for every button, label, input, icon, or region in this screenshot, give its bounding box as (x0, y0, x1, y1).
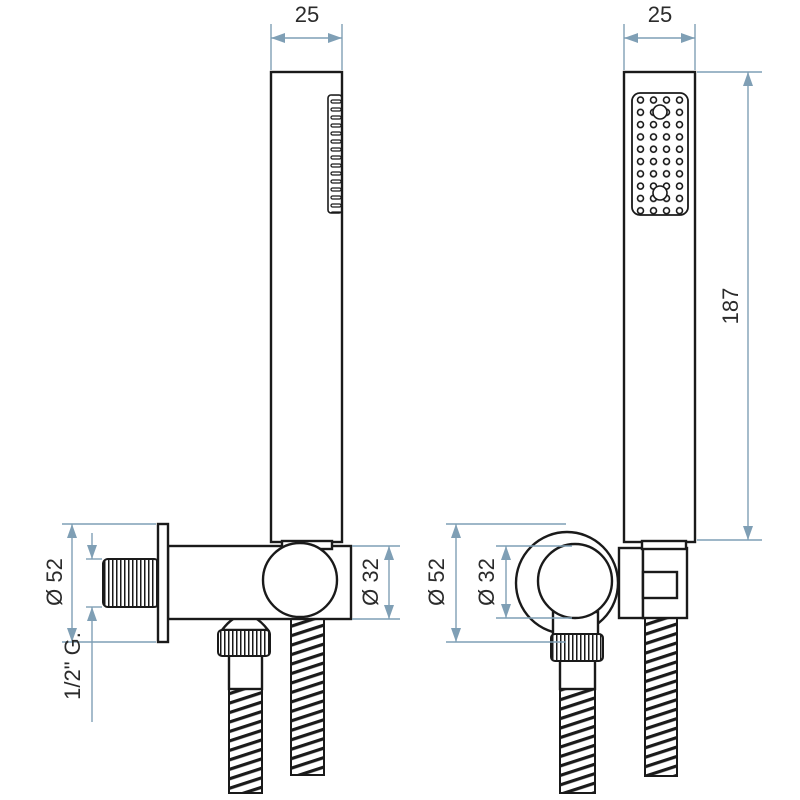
thread-dimension: 1/2" G. (60, 533, 102, 722)
front-flange-diameter-dimension: Ø 52 (424, 523, 566, 643)
front-swivel-joint (536, 542, 614, 620)
thread-stub (102, 558, 160, 608)
side-hose-handle (290, 611, 325, 776)
length-dimension: 187 (697, 71, 762, 541)
side-hose-nut (217, 629, 271, 657)
front-hose-nut (550, 633, 604, 662)
wall-flange (156, 522, 170, 644)
front-elbow-diameter-label: Ø 32 (474, 558, 499, 606)
front-elbow-diameter-dimension: Ø 32 (474, 545, 572, 619)
side-view: 25 Ø 52 1/2" G. Ø 32 (42, 2, 400, 794)
side-width-label: 25 (295, 2, 319, 27)
spray-face-top-boss (652, 104, 668, 120)
side-elbow-diameter-dimension: Ø 32 (352, 545, 400, 620)
front-width-label: 25 (648, 2, 672, 27)
thread-label: 1/2" G. (60, 632, 85, 700)
front-holder-plate (617, 546, 645, 620)
side-elbow-diameter-label: Ø 32 (358, 558, 383, 606)
length-label: 187 (718, 288, 743, 325)
front-flange-diameter-label: Ø 52 (424, 558, 449, 606)
spray-face (631, 92, 689, 216)
spray-face-bottom-boss (652, 185, 668, 201)
side-nozzle-strip (327, 94, 343, 214)
side-hose-ferrule (227, 653, 264, 691)
front-hose-supply (559, 687, 596, 794)
front-view: 25 187 Ø 52 Ø 32 (424, 2, 762, 794)
front-bracket-clip (641, 570, 679, 600)
side-width-dimension: 25 (270, 2, 343, 70)
side-hose-supply (228, 687, 263, 794)
side-swivel-joint (261, 541, 339, 619)
front-width-dimension: 25 (623, 2, 696, 70)
front-hose-handle (644, 597, 678, 777)
side-flange-diameter-dimension: Ø 52 (42, 523, 156, 643)
side-flange-diameter-label: Ø 52 (42, 558, 67, 606)
front-bracket-top (640, 539, 688, 551)
